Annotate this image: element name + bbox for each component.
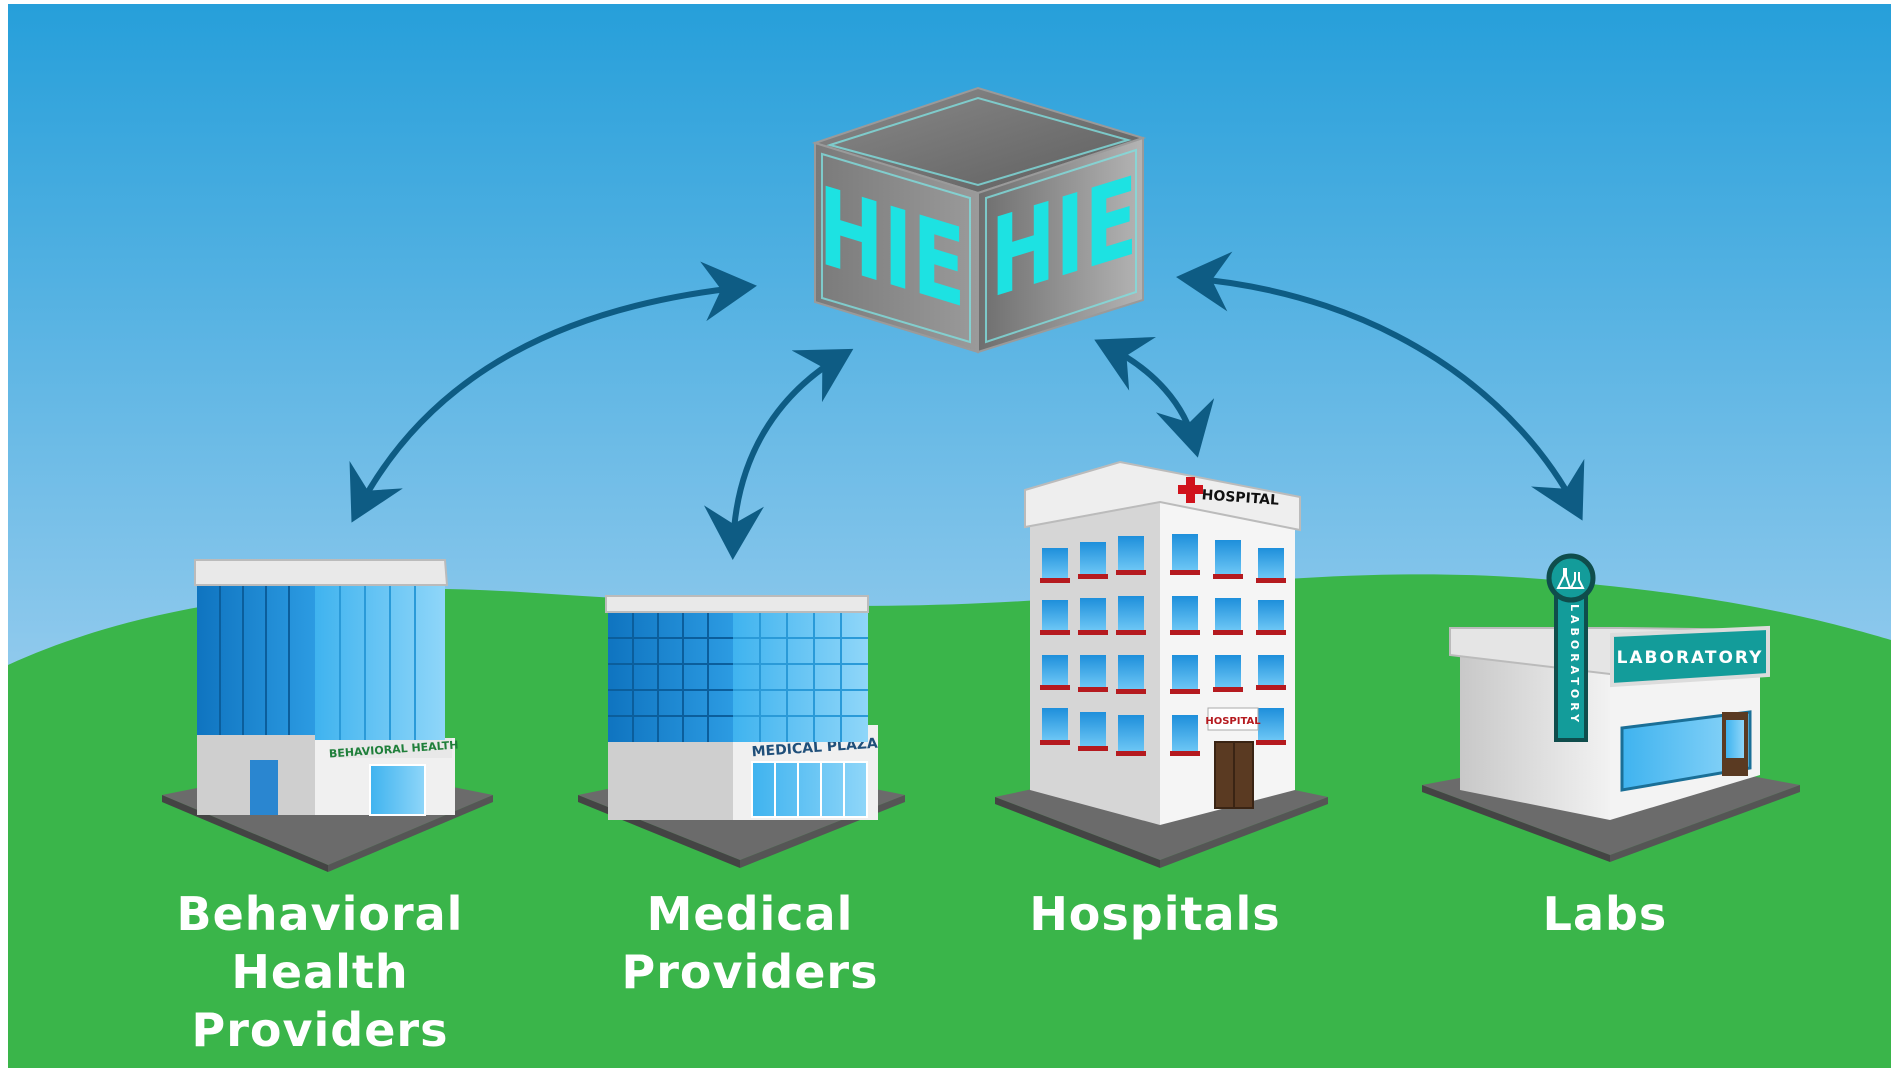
hie-cube: HIE HIE — [811, 86, 1147, 354]
label-line-2: Providers — [191, 1003, 449, 1057]
building-hospital: HOSPITAL — [995, 460, 1328, 868]
door-right — [369, 764, 426, 816]
label-line-1: Labs — [1542, 887, 1668, 941]
glass-mullions — [219, 585, 290, 735]
hospital-entrance-sign: HOSPITAL — [1205, 716, 1261, 727]
cube-top-outline — [826, 96, 1132, 187]
window — [1118, 596, 1144, 630]
window — [1118, 715, 1144, 751]
window — [1042, 708, 1068, 740]
window-sills — [1040, 570, 1286, 756]
entrance-sign-plate — [1207, 707, 1259, 731]
flask-icon — [1556, 568, 1585, 589]
window — [1080, 655, 1106, 687]
window — [1042, 655, 1068, 685]
arrow-hub-behavioral-health — [349, 261, 757, 523]
window — [1172, 715, 1198, 751]
window — [1258, 600, 1284, 630]
door-left — [250, 760, 278, 815]
lab-window — [1620, 710, 1752, 792]
entrance-mullions — [774, 762, 845, 817]
arrow-hub-medical — [703, 348, 854, 560]
building-behavioral-health: BEHAVIORAL HEALTH — [162, 559, 493, 872]
label-line-1: Medical — [646, 887, 854, 941]
glass-tower-left — [197, 585, 315, 735]
lab-flask-badge — [1546, 553, 1596, 603]
hospital-windows-left — [1042, 536, 1144, 751]
label-behavioral-health-providers: Behavioral Health Providers — [90, 885, 550, 1059]
arrow-hub-labs — [1176, 251, 1585, 521]
building-medical-plaza: MEDICAL PLAZA — [578, 595, 905, 868]
glass-tower-right — [733, 612, 868, 742]
grass-hill — [8, 574, 1891, 1068]
glass-tower-left — [608, 612, 733, 742]
connection-arrows — [349, 251, 1585, 560]
base-slab-side — [1422, 785, 1610, 862]
window — [1118, 655, 1144, 689]
roof — [194, 559, 449, 586]
roof — [1024, 460, 1301, 532]
window — [1042, 548, 1068, 578]
label-hospitals: Hospitals — [1000, 885, 1310, 943]
grid-lines-right — [733, 612, 868, 742]
label-line-1: Behavioral Health — [176, 887, 464, 999]
hospital-windows-right — [1172, 534, 1284, 751]
base-slab-side-right — [1160, 797, 1328, 868]
laboratory-vertical-sign: LABORATORY — [1568, 604, 1581, 726]
base-slab-side-right — [1610, 785, 1800, 862]
label-medical-providers: Medical Providers — [570, 885, 930, 1001]
grid-lines — [608, 612, 733, 742]
window — [1042, 600, 1068, 630]
window — [1172, 534, 1198, 570]
entrance-glass — [751, 761, 868, 818]
label-labs: Labs — [1480, 885, 1730, 943]
window — [1258, 655, 1284, 685]
roof — [605, 595, 869, 613]
window — [1172, 596, 1198, 630]
hospital-roof-sign: HOSPITAL — [1201, 487, 1279, 508]
window — [1258, 548, 1284, 578]
window — [1080, 598, 1106, 630]
roof-cross-h — [1178, 485, 1203, 494]
cube-right-face — [977, 136, 1144, 354]
ground-sign-band — [330, 738, 452, 758]
base-slab-side — [995, 797, 1160, 868]
building-laboratory: LABORATORY LABORATORY — [1422, 553, 1800, 862]
window — [1080, 712, 1106, 746]
ground-floor-left — [608, 740, 733, 820]
window — [1172, 655, 1198, 689]
glass-mullions-right — [339, 585, 416, 740]
window — [1215, 598, 1241, 630]
laboratory-sign: LABORATORY — [1617, 648, 1764, 668]
window — [1215, 655, 1241, 687]
lab-sign-board — [1610, 625, 1770, 688]
glass-tower-right — [315, 585, 445, 740]
label-line-1: Hospitals — [1029, 887, 1281, 941]
window — [1258, 708, 1284, 740]
window — [1080, 542, 1106, 574]
window — [1215, 540, 1241, 574]
lab-door-glass — [1726, 720, 1744, 758]
cube-right-outline — [985, 148, 1137, 344]
label-line-2: Providers — [621, 945, 879, 999]
cube-left-outline — [821, 152, 971, 344]
window — [1118, 536, 1144, 570]
